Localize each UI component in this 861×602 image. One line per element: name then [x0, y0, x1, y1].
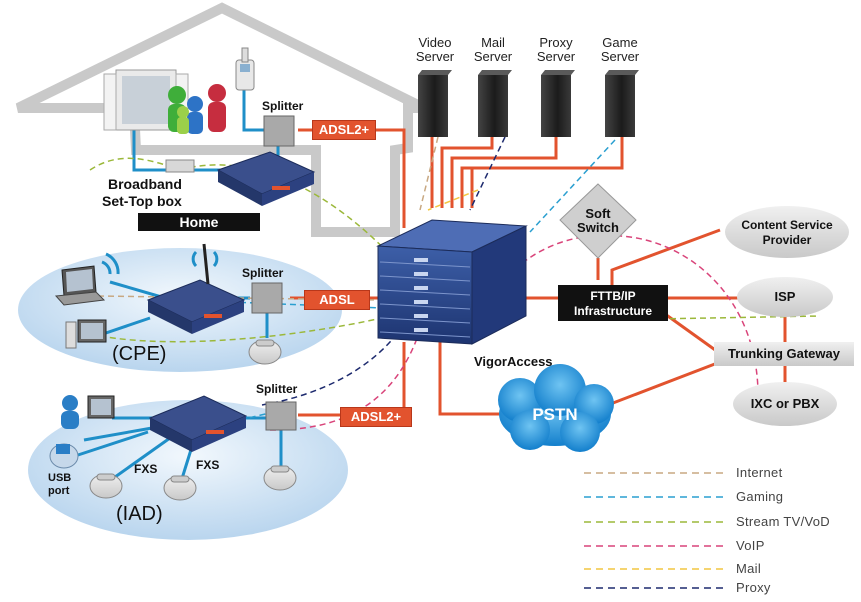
home-family-icon — [168, 84, 226, 134]
home-adsl2plus-tag: ADSL2+ — [312, 120, 376, 140]
trunking-gateway-box — [714, 342, 854, 366]
isp-label: ISP — [774, 289, 796, 304]
iad-adsl2plus-tag: ADSL2+ — [340, 407, 412, 427]
iad-user-icon — [61, 395, 79, 429]
content-provider-label-2: Provider — [762, 233, 812, 247]
cpe-laptop-icon — [54, 265, 106, 306]
legend-mail-label: Mail — [736, 561, 762, 576]
cpe-antenna-wifi-icon — [191, 250, 219, 268]
content-provider-label-1: Content Service — [741, 218, 833, 232]
video-server-label: Video Server — [415, 35, 455, 64]
iad-telephone-icon-1 — [89, 473, 123, 499]
iad-router-icon — [148, 395, 248, 452]
game-server-icon — [605, 70, 639, 137]
home-splitter-icon — [263, 115, 295, 147]
home-label-bar — [138, 213, 260, 231]
mail-server-icon — [478, 70, 512, 137]
isp-oval — [737, 277, 833, 317]
iad-usb-device-icon — [49, 443, 79, 469]
home-modem-icon — [216, 151, 316, 206]
ixc-pbx-label: IXC or PBX — [750, 396, 820, 411]
iad-label: (IAD) — [116, 503, 163, 525]
cpe-telephone-icon — [248, 339, 282, 365]
usb-port-label-line1: USB — [48, 472, 72, 484]
video-server-icon — [418, 70, 452, 137]
iad-splitter-label: Splitter — [256, 382, 298, 396]
trunking-gateway-label: Trunking Gateway — [728, 346, 840, 361]
proxy-server-icon — [541, 70, 575, 137]
cpe-splitter-label: Splitter — [242, 266, 284, 280]
legend-lines — [584, 472, 724, 589]
cpe-label: (CPE) — [112, 343, 167, 365]
home-splitter-label: Splitter — [262, 99, 304, 113]
iad-telephone-icon-3 — [263, 465, 297, 491]
pstn-cloud-icon — [498, 364, 614, 452]
mail-server-label: Mail Server — [473, 35, 513, 64]
cpe-pc-icon — [65, 319, 107, 349]
legend-internet-label: Internet — [736, 465, 783, 480]
proxy-server-label: Proxy Server — [536, 35, 576, 64]
usb-port-label-line2: port — [48, 485, 70, 497]
iad-telephone-icon-2 — [163, 475, 197, 501]
content-provider-oval — [725, 206, 849, 258]
cpe-router-icon — [146, 243, 246, 334]
legend-stream-label: Stream TV/VoD — [736, 514, 830, 529]
legend-proxy-label: Proxy — [736, 580, 771, 595]
settop-label-line1: Broadband — [108, 176, 182, 192]
cpe-wifi-icon — [101, 252, 120, 275]
legend-gaming-label: Gaming — [736, 489, 784, 504]
game-server-label: Game Server — [600, 35, 640, 64]
vigoraccess-dslam-icon — [376, 219, 528, 345]
home-phone-icon — [235, 47, 255, 91]
soft-switch-shape — [559, 183, 637, 259]
iad-splitter-icon — [265, 401, 297, 431]
soft-switch-label-2: Switch — [577, 220, 619, 235]
soft-switch-label-1: Soft — [585, 206, 611, 221]
fttb-label-1: FTTB/IP — [590, 289, 636, 303]
fttb-box — [558, 285, 668, 321]
fxs-label-2: FXS — [196, 458, 220, 472]
vigoraccess-label: VigorAccess — [474, 354, 553, 369]
ixc-pbx-oval — [733, 382, 837, 426]
home-label: Home — [179, 214, 219, 230]
fxs-label-1: FXS — [134, 462, 158, 476]
cpe-splitter-icon — [251, 282, 283, 314]
home-settop-box-icon — [165, 159, 195, 173]
iad-pc-icon — [87, 395, 115, 419]
legend-voip-label: VoIP — [736, 538, 765, 553]
fttb-label-2: Infrastructure — [573, 304, 653, 318]
pstn-label: PSTN — [532, 405, 578, 424]
cpe-adsl-tag: ADSL — [304, 290, 370, 310]
settop-label-line2: Set-Top box — [102, 193, 182, 209]
